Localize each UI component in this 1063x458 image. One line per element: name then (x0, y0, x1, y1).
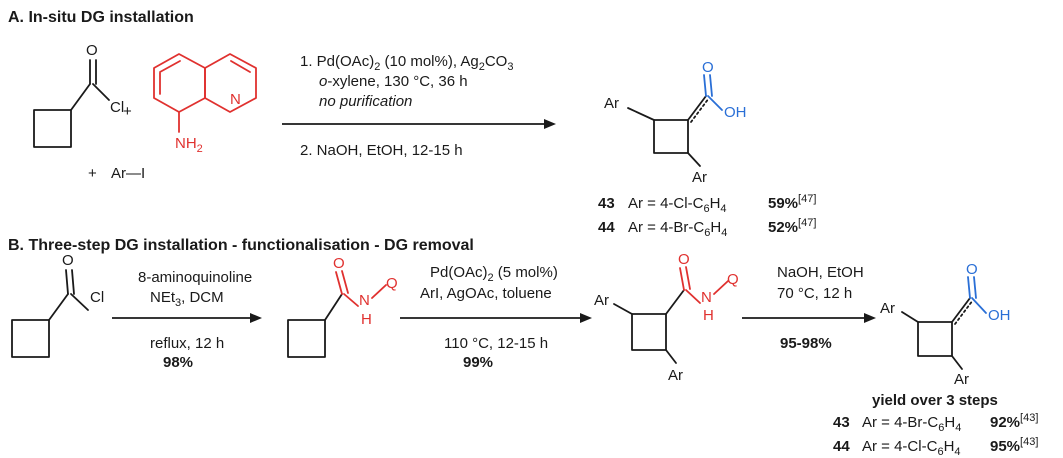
svg-text:Ar = 4-Cl-C6H4: Ar = 4-Cl-C6H4 (862, 438, 961, 458)
svg-text:O: O (702, 59, 714, 76)
svg-text:99%: 99% (463, 354, 493, 371)
plus-sign-2: + (88, 165, 97, 182)
svg-text:N: N (701, 289, 712, 306)
plus-sign: + (123, 103, 132, 120)
atom-o: O (86, 42, 98, 59)
section-b-title: B. Three-step DG installation - function… (8, 237, 474, 254)
svg-text:OH: OH (724, 104, 747, 121)
svg-text:O: O (966, 261, 978, 278)
svg-text:70 °C, 12 h: 70 °C, 12 h (777, 285, 852, 302)
svg-text:Ar: Ar (954, 371, 969, 388)
svg-text:92%[43]: 92%[43] (990, 412, 1038, 431)
svg-text:1. Pd(OAc)2 (10 mol%), Ag2CO3: 1. Pd(OAc)2 (10 mol%), Ag2CO3 (300, 53, 513, 73)
svg-text:Q: Q (386, 275, 398, 292)
section-a-title: A. In-situ DG installation (8, 9, 194, 26)
svg-text:H: H (703, 307, 714, 324)
results-a: 43 Ar = 4-Cl-C6H4 59%[47] 44 Ar = 4-Br-C… (598, 193, 816, 239)
svg-text:no purification: no purification (319, 93, 412, 110)
svg-text:44: 44 (598, 219, 615, 236)
product-acid-a: Ar Ar O OH (604, 59, 747, 186)
svg-text:OH: OH (988, 307, 1011, 324)
svg-text:NaOH, EtOH: NaOH, EtOH (777, 264, 864, 281)
step-3-conditions: NaOH, EtOH 70 °C, 12 h 95-98% (742, 264, 876, 352)
aryl-iodide: Ar—I (111, 165, 145, 182)
acyl-chloride-b: O Cl (11, 252, 104, 358)
svg-text:110 °C, 12-15 h: 110 °C, 12-15 h (444, 335, 548, 352)
arylated-intermediate: Ar Ar O N Q H (594, 251, 739, 384)
svg-text:Ar = 4-Cl-C6H4: Ar = 4-Cl-C6H4 (628, 195, 727, 215)
svg-text:95-98%: 95-98% (780, 335, 832, 352)
svg-text:98%: 98% (163, 354, 193, 371)
svg-text:H: H (361, 311, 372, 328)
svg-text:8-aminoquinoline: 8-aminoquinoline (138, 269, 252, 286)
svg-text:44: 44 (833, 438, 850, 455)
product-acid-b: Ar Ar O OH (880, 261, 1011, 388)
svg-text:O: O (62, 252, 74, 269)
svg-text:Pd(OAc)2 (5 mol%): Pd(OAc)2 (5 mol%) (430, 264, 558, 284)
acyl-chloride-a: O Cl (33, 42, 124, 148)
reaction-conditions-a: 1. Pd(OAc)2 (10 mol%), Ag2CO3 o-xylene, … (282, 53, 556, 159)
svg-text:Ar: Ar (692, 169, 707, 186)
svg-text:2. NaOH, EtOH, 12-15 h: 2. NaOH, EtOH, 12-15 h (300, 142, 463, 159)
atom-cl: Cl (110, 99, 124, 116)
svg-text:Ar = 4-Br-C6H4: Ar = 4-Br-C6H4 (628, 219, 727, 239)
svg-text:O: O (333, 255, 345, 272)
svg-text:O: O (678, 251, 690, 268)
svg-text:NEt3, DCM: NEt3, DCM (150, 289, 224, 309)
amide-intermediate: O N Q H (287, 255, 398, 358)
svg-text:o-xylene, 130 °C, 36 h: o-xylene, 130 °C, 36 h (319, 73, 468, 90)
svg-text:Cl: Cl (90, 289, 104, 306)
svg-text:Ar: Ar (594, 292, 609, 309)
step-2-conditions: Pd(OAc)2 (5 mol%) ArI, AgOAc, toluene 11… (400, 264, 592, 371)
svg-text:N: N (359, 292, 370, 309)
svg-text:reflux, 12 h: reflux, 12 h (150, 335, 224, 352)
svg-text:Ar: Ar (880, 300, 895, 317)
aminoquinoline: N NH2 (153, 53, 257, 155)
svg-text:43: 43 (598, 195, 615, 212)
svg-text:Ar: Ar (604, 95, 619, 112)
quinoline-n: N (230, 91, 241, 108)
results-b: yield over 3 steps 43 Ar = 4-Br-C6H4 92%… (833, 392, 1038, 458)
svg-text:52%[47]: 52%[47] (768, 217, 816, 236)
yield-header: yield over 3 steps (872, 392, 998, 409)
step-1-conditions: 8-aminoquinoline NEt3, DCM reflux, 12 h … (112, 269, 262, 371)
svg-text:Ar = 4-Br-C6H4: Ar = 4-Br-C6H4 (862, 414, 961, 434)
amine-nh2: NH2 (175, 135, 203, 155)
svg-text:95%[43]: 95%[43] (990, 436, 1038, 455)
svg-text:ArI, AgOAc, toluene: ArI, AgOAc, toluene (420, 285, 552, 302)
svg-text:Q: Q (727, 271, 739, 288)
svg-text:43: 43 (833, 414, 850, 431)
svg-text:Ar: Ar (668, 367, 683, 384)
svg-text:59%[47]: 59%[47] (768, 193, 816, 212)
